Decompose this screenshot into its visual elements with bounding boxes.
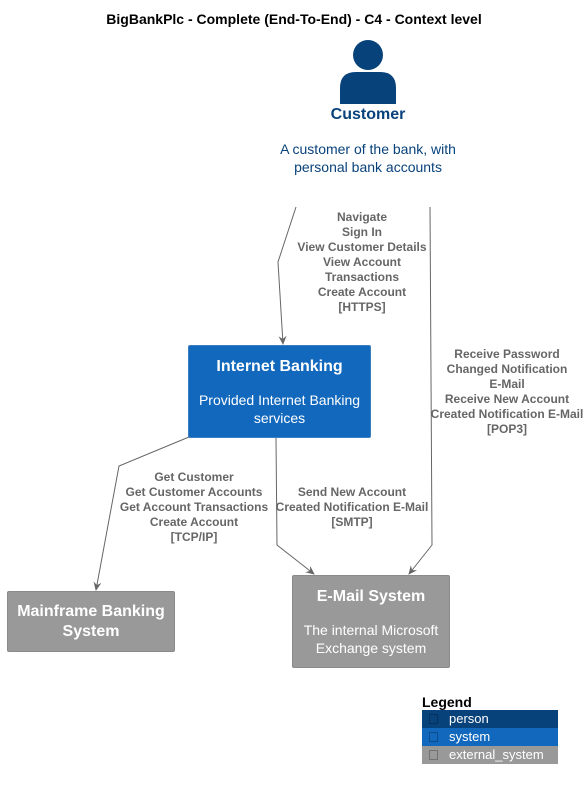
edge-internet-banking-to-email [275, 437, 315, 575]
customer-name: Customer [330, 106, 406, 123]
edge-label-line: Created Notification E-Mail [275, 500, 429, 514]
edge-label-line: Sign In [342, 225, 382, 239]
edge-label-line: Transactions [324, 270, 400, 284]
edge-label-line: Navigate [336, 210, 388, 224]
system-description-line: Provided Internet Banking [198, 392, 361, 408]
edge-label-internet-banking-to-mainframe: Get Customer Get Customer Accounts Get A… [114, 470, 274, 545]
system-description-line: services [253, 410, 306, 426]
edge-label-line: Send New Account [297, 485, 407, 499]
legend-item-external-system: external_system [422, 746, 558, 764]
edge-label-line: Changed Notification [446, 362, 568, 376]
system-description-line: The internal Microsoft [303, 622, 439, 638]
diagram-title: BigBankPlc - Complete (End-To-End) - C4 … [106, 11, 482, 27]
edge-label-line: [POP3] [486, 422, 527, 436]
legend-item-label: external_system [449, 747, 544, 762]
system-description: Provided Internet Banking services [189, 391, 370, 427]
legend-swatch-icon [429, 714, 438, 724]
edge-label-line: Created Notification E-Mail [430, 407, 584, 421]
system-name: Mainframe Banking System [8, 602, 174, 642]
legend-item-label: person [449, 711, 489, 726]
edge-label-line: Create Account [317, 285, 407, 299]
edge-label-line: [HTTPS] [338, 300, 386, 314]
edge-customer-to-internet-banking [277, 206, 297, 345]
edge-label-line: View Account [322, 255, 402, 269]
system-name: E-Mail System [316, 588, 426, 605]
legend-title: Legend [422, 694, 472, 710]
system-description: The internal Microsoft Exchange system [293, 621, 449, 657]
edge-label-line: Get Account Transactions [119, 500, 269, 514]
internet-banking-system: Internet Banking Provided Internet Banki… [188, 345, 371, 438]
legend-swatch-icon [429, 732, 438, 742]
edge-label-line: Receive New Account [444, 392, 570, 406]
legend-item-person: person [422, 710, 558, 728]
edge-label-internet-banking-to-email: Send New Account Created Notification E-… [272, 485, 432, 530]
edge-label-email-to-customer: Receive Password Changed Notification E-… [428, 347, 586, 437]
email-system: E-Mail System The internal Microsoft Exc… [292, 575, 450, 668]
edge-label-line: View Customer Details [297, 240, 427, 254]
customer-description-line: A customer of the bank, with [280, 141, 456, 157]
edge-label-customer-to-internet-banking: Navigate Sign In View Customer Details V… [286, 210, 438, 315]
edge-label-line: Create Account [149, 515, 239, 529]
edge-label-line: [SMTP] [331, 515, 373, 529]
legend-swatch-icon [429, 750, 438, 760]
customer-person: Customer A customer of the bank, with pe… [268, 40, 468, 176]
legend-item-label: system [449, 729, 491, 744]
edge-label-line: Receive Password [454, 347, 560, 361]
customer-description: A customer of the bank, with personal ba… [268, 140, 468, 176]
customer-description-line: personal bank accounts [294, 159, 442, 175]
system-description-line: Exchange system [315, 640, 427, 656]
mainframe-banking-system: Mainframe Banking System [7, 591, 175, 652]
edge-label-line: [TCP/IP] [170, 530, 218, 544]
legend: Legend person system external_system [422, 694, 558, 764]
edge-internet-banking-to-mainframe [93, 436, 190, 591]
system-name-line: System [62, 623, 120, 640]
system-name: Internet Banking [216, 358, 343, 375]
legend-item-system: system [422, 728, 558, 746]
person-icon [336, 40, 400, 106]
system-name-line: Mainframe Banking [17, 603, 165, 620]
edge-email-to-customer [408, 206, 433, 575]
edge-label-line: Get Customer Accounts [125, 485, 263, 499]
edge-label-line: E-Mail [489, 377, 525, 391]
edge-label-line: Get Customer [154, 470, 234, 484]
